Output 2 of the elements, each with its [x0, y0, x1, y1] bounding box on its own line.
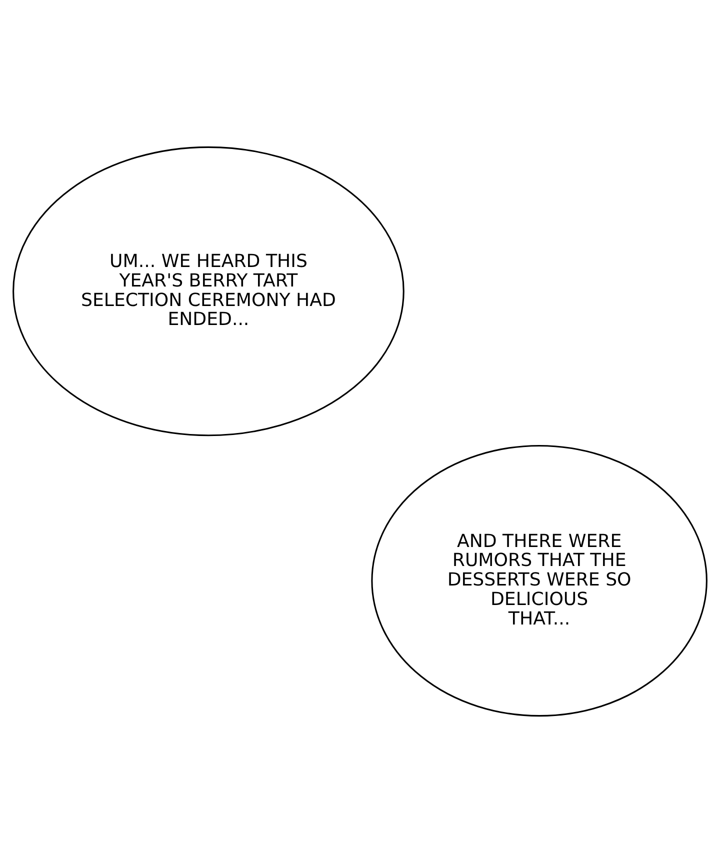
node-ellipse: UM... WE HEARD THIS YEAR'S BERRY TART SELECTION CEREMONY HAD ENDED... — [12, 146, 404, 436]
node-ellipse: AND THERE WERE RUMORS THAT THE DESSERTS WERE SO DELICIOUS THAT... — [371, 444, 708, 716]
